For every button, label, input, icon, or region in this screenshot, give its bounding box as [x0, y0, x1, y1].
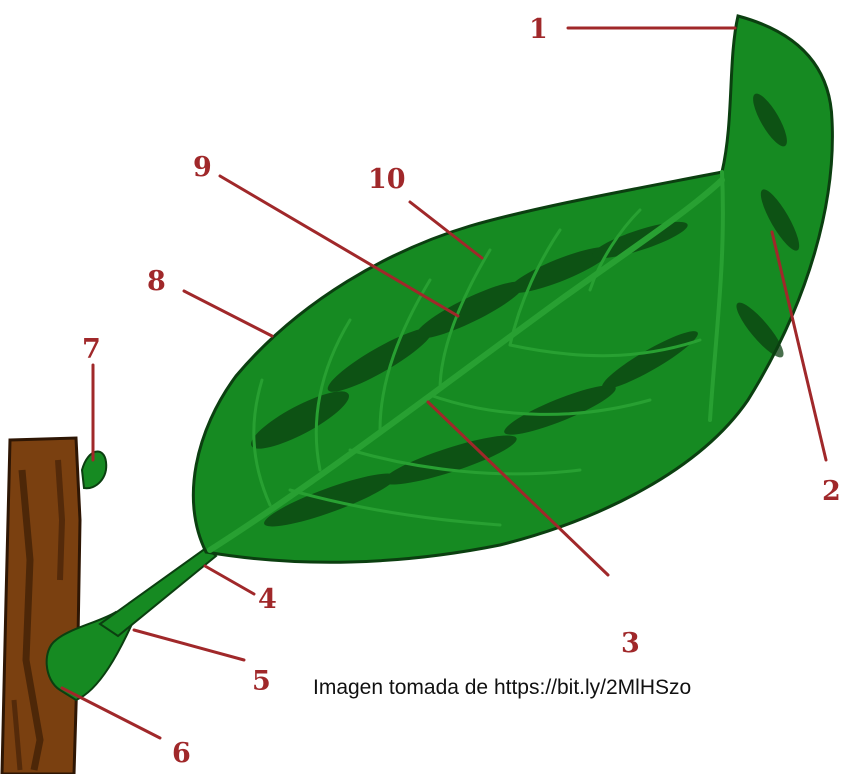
label-2: 2	[822, 476, 841, 507]
label-5: 5	[252, 666, 271, 697]
branch	[2, 438, 80, 774]
label-3: 3	[621, 628, 640, 659]
label-8: 8	[147, 266, 166, 297]
label-4: 4	[258, 584, 277, 615]
leaf-blade	[193, 16, 832, 562]
label-7: 7	[82, 334, 101, 365]
label-6: 6	[172, 738, 191, 769]
petiole	[100, 548, 216, 636]
label-9: 9	[193, 152, 212, 183]
label-line-8	[184, 291, 272, 336]
label-line-5	[134, 630, 244, 660]
label-line-4	[205, 566, 254, 594]
label-1: 1	[529, 14, 548, 45]
label-10: 10	[368, 164, 406, 195]
image-credit: Imagen tomada de https://bit.ly/2MlHSzo	[313, 676, 691, 700]
